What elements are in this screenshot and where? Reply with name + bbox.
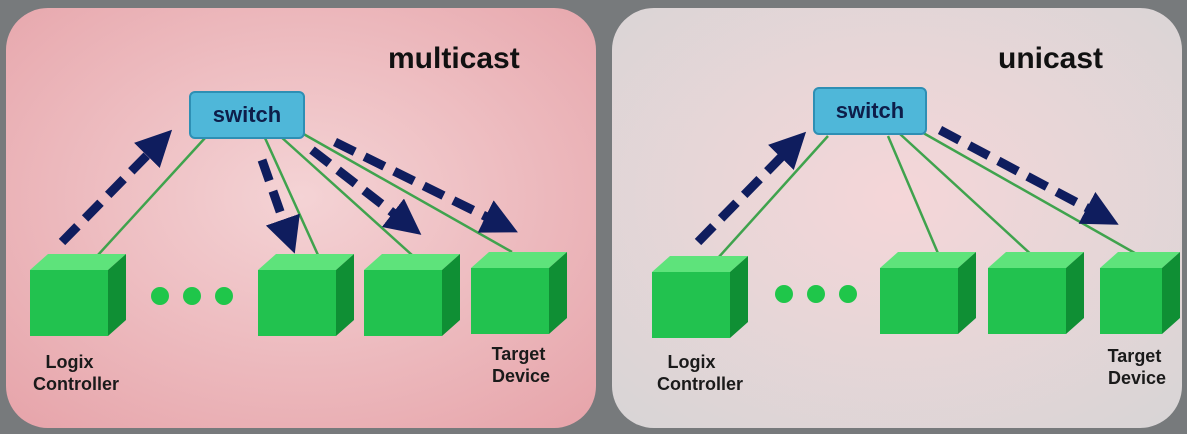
link-switch-device-1 [263, 137, 320, 256]
ellipsis-dots [775, 285, 857, 303]
link-switch-controller [717, 135, 829, 259]
logix-controller-label: Logix Controller [657, 352, 743, 394]
unicast-switch: switch [813, 87, 927, 135]
ellipsis-dots [151, 287, 233, 305]
unicast-devices [652, 252, 1180, 338]
target-device-label: Target Device [1108, 346, 1167, 388]
device-box-1 [880, 252, 976, 334]
logix-controller-label: Logix Controller [33, 352, 119, 394]
unicast-panel-title: unicast [998, 42, 1103, 75]
multicast-devices [30, 252, 567, 336]
multicast-panel: multicast switch [6, 8, 596, 428]
link-switch-device-2 [279, 135, 413, 256]
target-device-label: Target Device [492, 344, 551, 386]
logix-controller-device [30, 254, 126, 336]
target-device [471, 252, 567, 334]
flow-arrow-controller-to-switch [694, 131, 807, 246]
link-switch-target [299, 130, 513, 254]
link-switch-device-2 [899, 133, 1036, 259]
switch-label: switch [836, 98, 904, 123]
logix-controller-device [652, 256, 748, 338]
flow-arrow-controller-to-switch [58, 129, 173, 246]
switch-box [189, 91, 305, 139]
multicast-flow-arrows [58, 129, 518, 254]
multicast-panel-title: multicast [388, 42, 520, 75]
device-box-2 [988, 252, 1084, 334]
flow-arrow-switch-to-device-2 [309, 146, 422, 235]
unicast-links [717, 128, 1141, 259]
device-box-1 [258, 254, 354, 336]
switch-box [813, 87, 927, 135]
target-device [1100, 252, 1180, 334]
multicast-links [97, 130, 513, 256]
unicast-panel: unicast switch [612, 8, 1182, 428]
switch-label: switch [213, 102, 281, 127]
link-switch-target [917, 128, 1141, 258]
link-switch-controller [97, 137, 206, 256]
multicast-switch: switch [189, 91, 305, 139]
device-box-2 [364, 254, 460, 336]
unicast-flow-arrows [694, 126, 1119, 246]
flow-arrow-switch-to-device-1 [257, 158, 300, 254]
link-switch-device-1 [886, 135, 942, 259]
